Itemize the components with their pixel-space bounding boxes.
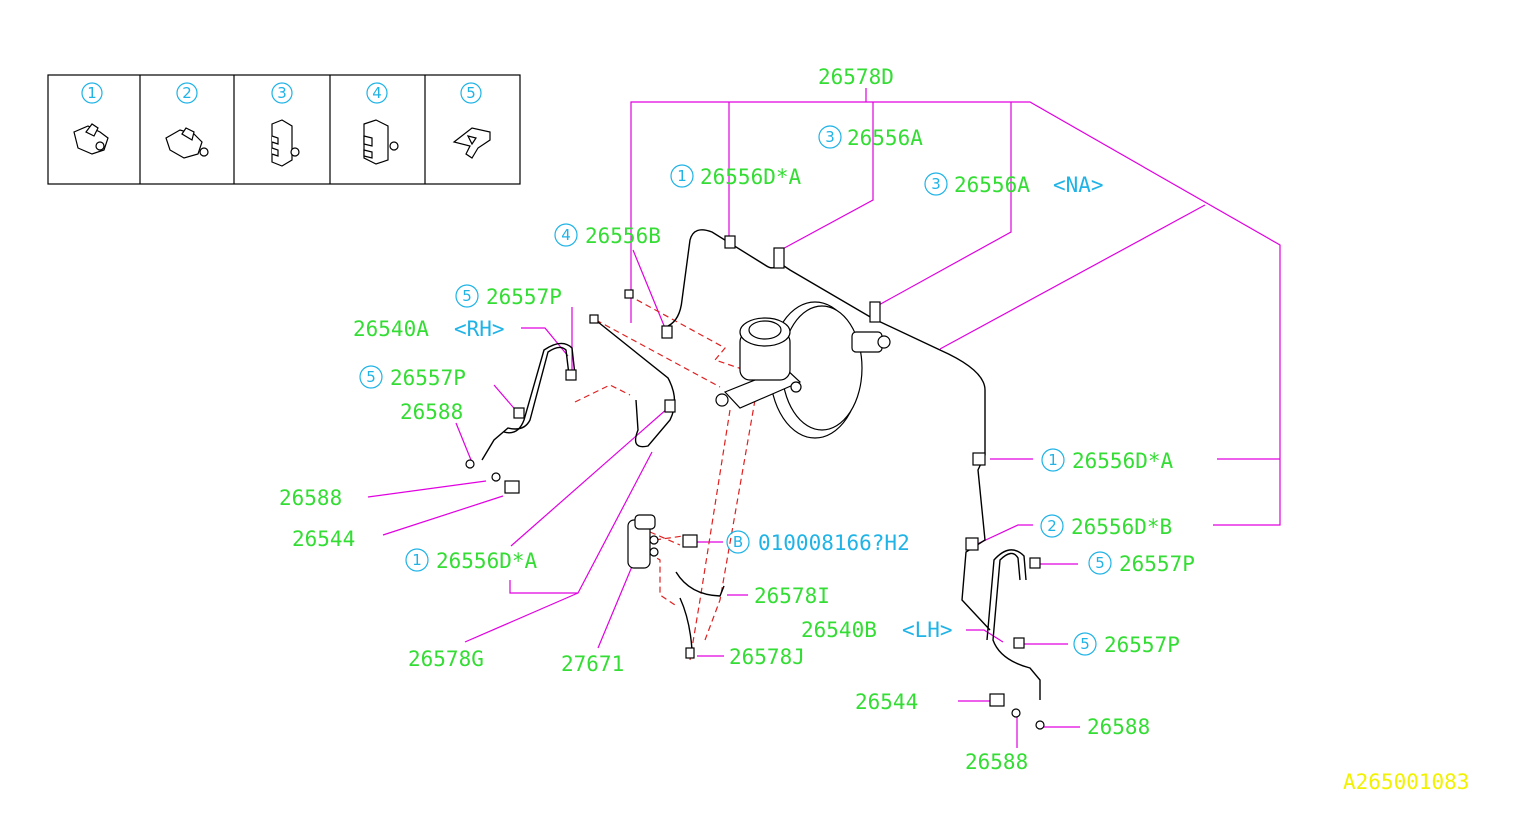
legend-item-1: 1 <box>73 82 109 155</box>
svg-text:3: 3 <box>277 84 287 102</box>
clip-5-right-top <box>1029 557 1041 569</box>
brake-booster <box>769 301 891 439</box>
label-washer-a: 26588 <box>400 400 463 424</box>
clip-1-top <box>724 235 736 249</box>
svg-text:B: B <box>733 533 743 551</box>
label-top-pipe: 26578D <box>818 65 894 89</box>
brake-pipes <box>481 229 1041 700</box>
clip-type-3-icon <box>271 119 300 167</box>
legend-item-5: 5 <box>452 82 491 159</box>
label-clip-3na-suffix: <NA> <box>1053 173 1104 197</box>
clip-type-4-icon <box>363 119 399 165</box>
label-clip-2-right: 26556D*B <box>1071 515 1172 539</box>
svg-text:4: 4 <box>561 226 571 244</box>
label-washer-d: 26588 <box>1087 715 1150 739</box>
proportioning-valve <box>627 514 659 569</box>
bolt-b <box>682 534 698 548</box>
washer-a <box>465 459 475 469</box>
label-clip-1-right: 26556D*A <box>1072 449 1174 473</box>
legend-item-3: 3 <box>271 82 300 167</box>
label-bolt-b: 010008166?H2 <box>758 531 910 555</box>
label-washer-c: 26588 <box>965 750 1028 774</box>
pipe-end-j <box>685 647 695 659</box>
diagram-id: A265001083 <box>1343 770 1469 794</box>
svg-text:1: 1 <box>1048 451 1058 469</box>
clip-2-right <box>965 537 979 551</box>
pipe-end-a <box>624 289 634 299</box>
clip-1-left <box>664 399 676 413</box>
label-clip-5-right-top: 26557P <box>1119 552 1195 576</box>
svg-text:4: 4 <box>372 84 382 102</box>
label-clip-5-top: 26557P <box>486 285 562 309</box>
clip-3-na <box>869 301 881 323</box>
dashed-connections <box>574 294 756 661</box>
washer-d <box>1035 720 1045 730</box>
washer-c <box>1011 708 1021 718</box>
label-hose-rh: 26540A <box>353 317 429 341</box>
svg-text:1: 1 <box>412 551 422 569</box>
label-hose-lh: 26540B <box>801 618 877 642</box>
label-hose-rh-suffix: <RH> <box>454 317 505 341</box>
master-cylinder <box>715 317 802 409</box>
clip-5-top <box>565 369 577 381</box>
label-clip-5-mid: 26557P <box>390 366 466 390</box>
washer-b <box>491 472 501 482</box>
svg-text:1: 1 <box>87 84 97 102</box>
pipe-end-b <box>589 314 599 324</box>
label-clip-4: 26556B <box>585 224 661 248</box>
label-bolt-a: 26544 <box>292 527 355 551</box>
svg-text:3: 3 <box>931 175 941 193</box>
label-pipe-g: 26578G <box>408 647 484 671</box>
clip-type-2-icon <box>165 127 209 159</box>
label-pipe-i: 26578I <box>754 584 830 608</box>
svg-text:2: 2 <box>1047 517 1057 535</box>
label-pipe-j: 26578J <box>729 645 805 669</box>
label-bolt-c: 26544 <box>855 690 918 714</box>
bolt-a <box>504 480 520 494</box>
clip-1-right <box>972 452 986 466</box>
svg-text:1: 1 <box>677 167 687 185</box>
clip-4 <box>661 325 673 339</box>
svg-text:5: 5 <box>466 84 476 102</box>
label-clip-3a: 26556A <box>847 126 923 150</box>
svg-text:5: 5 <box>1080 635 1090 653</box>
svg-text:3: 3 <box>825 128 835 146</box>
clip-5-right-bot <box>1013 637 1025 649</box>
clip-type-5-icon <box>452 127 491 159</box>
svg-text:5: 5 <box>1095 554 1105 572</box>
svg-text:5: 5 <box>462 287 472 305</box>
clips <box>465 235 1045 730</box>
bolt-c <box>989 693 1005 707</box>
label-valve: 27671 <box>561 652 624 676</box>
part-labels: 26578D 3 26556A 1 26556D*A 3 26556A <NA>… <box>279 65 1469 794</box>
svg-text:2: 2 <box>182 84 192 102</box>
clip-3-top <box>773 247 785 269</box>
label-clip-1-left: 26556D*A <box>436 549 538 573</box>
label-hose-lh-suffix: <LH> <box>902 618 953 642</box>
clip-type-1-icon <box>73 123 109 155</box>
legend-item-4: 4 <box>363 82 399 165</box>
svg-text:5: 5 <box>366 368 376 386</box>
clip-5-mid <box>513 407 525 419</box>
clip-legend: 1 2 3 4 <box>47 74 521 185</box>
label-clip-5-right-bot: 26557P <box>1104 633 1180 657</box>
label-washer-b: 26588 <box>279 486 342 510</box>
legend-item-2: 2 <box>165 82 209 159</box>
label-clip-3na: 26556A <box>954 173 1030 197</box>
label-clip-1-top: 26556D*A <box>700 165 802 189</box>
